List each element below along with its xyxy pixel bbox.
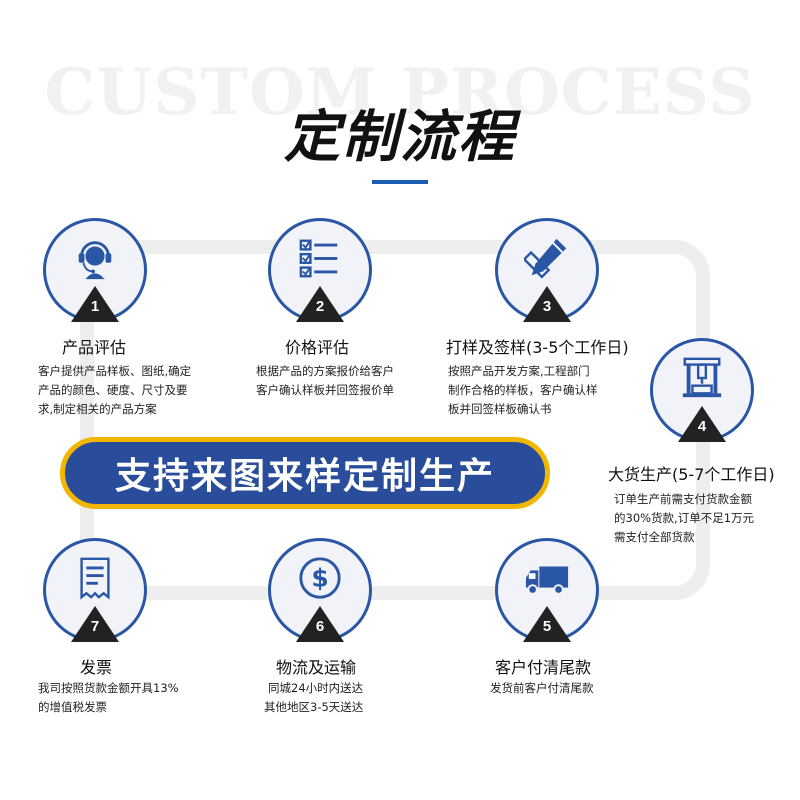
pencil-ruler-icon — [524, 238, 567, 279]
step-2-number: 2 — [315, 298, 325, 315]
step-6-number-badge — [296, 606, 344, 642]
step-7-number-badge — [71, 606, 119, 642]
page-title: 定制流程 — [284, 105, 516, 170]
step-7-desc-line-2: 的增值税发票 — [38, 700, 107, 714]
step-7-number: 7 — [90, 618, 100, 635]
step-3-number-badge — [523, 286, 571, 322]
step-3-desc-line-2: 制作合格的样板，客户确认样 — [448, 383, 598, 397]
step-6-title: 物流及运输 — [276, 658, 357, 677]
step-4-circle — [650, 338, 754, 442]
step-3-desc-line-3: 板并回签样板确认书 — [448, 402, 552, 416]
step-2-desc-line-1: 根据产品的方案报价给客户 — [256, 364, 394, 378]
checklist-icon — [299, 239, 338, 278]
step-2-title: 价格评估 — [285, 338, 350, 357]
step-4-number: 4 — [697, 418, 707, 435]
step-4-desc-line-1: 订单生产前需支付货款金额 — [614, 492, 752, 506]
step-3-number: 3 — [542, 298, 552, 315]
svg-text:$: $ — [311, 564, 328, 593]
step-1-number: 1 — [90, 298, 100, 315]
step-6-desc-line-1: 同城24小时内送达 — [268, 681, 364, 695]
step-1-title: 产品评估 — [62, 338, 127, 357]
step-5-number-badge — [523, 606, 571, 642]
step-1-desc-line-3: 求,制定相关的产品方案 — [38, 402, 157, 416]
step-4-title: 大货生产(5-7个工作日) — [608, 465, 775, 484]
step-7-title: 发票 — [80, 658, 113, 677]
background-watermark-title: CUSTOM PROCESS — [44, 55, 756, 130]
step-2-desc-line-2: 客户确认样板并回签报价单 — [256, 383, 394, 397]
step-4-number-badge — [678, 406, 726, 442]
step-5-number: 5 — [542, 618, 552, 635]
step-1-desc-line-2: 产品的颜色、硬度、尺寸及要 — [38, 383, 188, 397]
step-3-desc-line-1: 按照产品开发方案,工程部门 — [448, 364, 590, 378]
step-3-title: 打样及签样(3-5个工作日) — [446, 338, 629, 357]
banner-text: 支持来图来样定制生产 — [114, 456, 495, 497]
custom-production-banner: 支持来图来样定制生产 — [60, 437, 550, 509]
step-6-desc-line-2: 其他地区3-5天送达 — [264, 700, 364, 714]
step-6-number: 6 — [315, 618, 325, 635]
step-4-desc-line-3: 需支付全部货款 — [614, 530, 695, 544]
step-4-desc-line-2: 的30%货款,订单不足1万元 — [614, 511, 755, 525]
step-1-desc-line-1: 客户提供产品样板、图纸,确定 — [38, 364, 192, 378]
machine-icon — [682, 357, 722, 398]
title-underline — [372, 180, 428, 184]
step-5-title: 客户付清尾款 — [495, 658, 592, 677]
step-7-desc-line-1: 我司按照货款金额开具13% — [38, 681, 179, 695]
truck-icon — [525, 566, 569, 595]
dollar-icon: $ — [299, 557, 341, 599]
step-5-desc-line-1: 发货前客户付清尾款 — [490, 681, 594, 695]
step-2-number-badge — [296, 286, 344, 322]
step-1-number-badge — [71, 286, 119, 322]
invoice-icon — [80, 557, 110, 600]
headset-icon — [78, 241, 112, 280]
